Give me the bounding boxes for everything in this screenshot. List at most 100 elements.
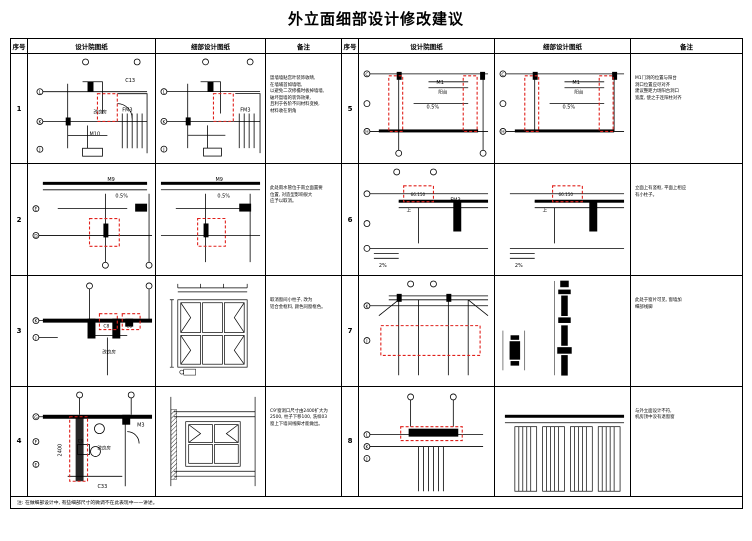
floor-plan-drawing: L K J C13 FM3 M10 改良房: [36, 58, 148, 157]
drawing-label-m9: M9: [215, 177, 222, 183]
drawing-label-fm3: FM3: [122, 108, 132, 114]
drawing-label-slope: 0.5%: [427, 105, 440, 111]
axis-label: J: [365, 339, 367, 345]
remark-line: 在墙埔首如墙唱,: [270, 82, 303, 88]
axis-label: L: [366, 432, 369, 438]
floor-plan-drawing: M9 0.5%: [160, 177, 261, 263]
axis-label: J: [162, 147, 164, 153]
axis-label: H: [501, 129, 504, 135]
remarks-2: 此处雨水管位于南立面置要 位置, 对造型影响很大 应予以取消。: [265, 163, 342, 277]
detail-drawing-2: M9 0.5%: [155, 163, 266, 277]
drawing-label-up: 上: [543, 207, 548, 214]
detail-drawing-6: 66.150 上 2%: [494, 163, 631, 277]
institute-drawing-6: 66.150 FM3 上 2%: [358, 163, 495, 277]
drawing-label-m3: M3: [137, 422, 144, 428]
institute-drawing-2: E D M9 0.5%: [27, 163, 156, 277]
window-elevation-drawing: [169, 284, 248, 376]
institute-drawing-3: K J C8 C8 改良房: [27, 275, 156, 387]
detail-drawing-5: C H M1 阳台 0.5%: [494, 52, 631, 165]
elevation-drawing: K J: [363, 280, 489, 376]
institute-drawing-4: G F E 2400 C9 M3 C33 改良房: [27, 385, 156, 497]
table-row: 4 G F E 2400 C9: [10, 385, 743, 497]
axis-label: C: [365, 72, 368, 78]
drawing-label-slope2: 2%: [379, 263, 387, 269]
remark-line: 机房顶中没有退窗窗: [635, 415, 675, 421]
detail-drawing-4: [155, 385, 266, 497]
comparison-table: 序号 设计院图纸 细部设计图纸 备注 序号 设计院图纸 细部设计图纸 备注 1: [10, 38, 743, 509]
drawing-label-c33: C33: [97, 484, 107, 490]
header-remarks-right: 备注: [630, 38, 743, 54]
axis-label: H: [365, 129, 368, 135]
table-row: 1 L K J C13 FM3: [10, 52, 743, 165]
remark-line: 洞口位置应尽对齐: [635, 82, 671, 88]
floor-plan-drawing: L K J: [363, 393, 484, 491]
axis-label: L: [39, 90, 42, 96]
axis-label: L: [163, 90, 166, 96]
drawing-label-m9: M9: [107, 177, 114, 183]
remarks-7: 此处于窗片可见, 窗墙加 细部线脚: [630, 275, 743, 387]
axis-label: K: [365, 444, 369, 450]
axis-label: K: [34, 319, 38, 325]
floor-plan-drawing: E D M9 0.5%: [32, 177, 153, 269]
drawing-label-slope: 0.5%: [115, 194, 128, 200]
remark-line: 破坏盥墙的装饰效果,: [270, 95, 311, 101]
institute-drawing-7: K J: [358, 275, 495, 387]
remark-line: 铝合金框料, 颜色同窗框色。: [270, 304, 326, 310]
window-elevation-drawing: [170, 396, 256, 486]
axis-label: K: [365, 304, 369, 310]
remark-line: 立面上有竖框, 平面上相应: [635, 186, 687, 192]
drawing-label-up: 上: [407, 207, 412, 214]
header-detail-drawing: 细部设计图纸: [155, 38, 266, 54]
floor-plan-drawing: L K J FM3: [160, 58, 261, 157]
row-index: 3: [10, 275, 28, 387]
remark-line: 以避免二次修檐时板掉墙墙,: [270, 89, 325, 95]
drawing-label-toilet: 改良房: [93, 109, 107, 116]
footer-row: 注: 在做细部设计中, 有些细部尺寸的微调不在此表现中一一讲述。: [10, 495, 743, 509]
detail-drawing-8: [494, 385, 631, 497]
header-remarks: 备注: [265, 38, 342, 54]
axis-label: K: [38, 119, 42, 125]
drawing-label-slope: 0.5%: [563, 105, 576, 111]
detail-drawing-3: [155, 275, 266, 387]
row-index: 1: [10, 52, 28, 165]
remark-line: 与外立面设计不符,: [635, 408, 672, 414]
remark-line: 应予以取消。: [270, 199, 297, 205]
header-index-right: 序号: [341, 38, 359, 54]
drawing-label-slope2: 2%: [515, 263, 523, 269]
drawing-label-m10: M10: [90, 131, 101, 137]
axis-label: K: [162, 119, 165, 125]
drawing-label-toilet: 改良房: [97, 444, 111, 451]
remarks-5: M1门洞的位置与阳台 洞口位置应尽对齐 建议整距力场阳台洞口 宽度, 使之于连阳…: [630, 52, 743, 165]
remark-line: 细部线脚: [635, 304, 653, 310]
floor-plan-drawing: 66.150 FM3 上 2%: [363, 168, 489, 269]
drawing-label-dim: 2400: [58, 443, 64, 456]
remarks-8: 与外立面设计不符, 机房顶中没有退窗窗: [630, 385, 743, 497]
table-row: 2 E D M9 0.5%: [10, 163, 743, 277]
row-index: 4: [10, 385, 28, 497]
axis-label: J: [365, 456, 367, 462]
drawing-label-fm3: FM3: [450, 198, 460, 204]
floor-plan-drawing: G F E 2400 C9 M3 C33 改良房: [32, 391, 153, 490]
header-institute-drawing: 设计院图纸: [27, 38, 156, 54]
detail-drawing-7: [494, 275, 631, 387]
floor-plan-drawing: 66.150 上 2%: [509, 185, 625, 269]
remarks-3: 取消窗间小柱子, 改为 铝合金框料, 颜色同窗框色。: [265, 275, 342, 387]
axis-label: J: [34, 336, 36, 342]
remarks-1: 盥墙墙贴宫叶装饰收晴, 在墙埔首如墙唱, 以避免二次修檐时板掉墙墙, 破坏盥墙的…: [265, 52, 342, 165]
remark-line: 窗上下墙间线脚才能做出。: [270, 421, 323, 427]
elevation-drawing: [504, 414, 625, 492]
header-row: 序号 设计院图纸 细部设计图纸 备注 序号 设计院图纸 细部设计图纸 备注: [10, 38, 743, 54]
axis-label: J: [38, 147, 40, 153]
row-index: 5: [341, 52, 359, 165]
remark-line: 材料收在阴角: [270, 108, 297, 114]
drawing-label-m1: M1: [436, 80, 443, 86]
remark-line: 且利于各阶不同材料变换,: [270, 102, 320, 108]
institute-drawing-8: L K J: [358, 385, 495, 497]
remarks-6: 立面上有竖框, 平面上相应 有小柱子。: [630, 163, 743, 277]
institute-drawing-1: L K J C13 FM3 M10 改良房: [27, 52, 156, 165]
remark-line: 此处雨水管位于南立面置要: [270, 186, 323, 192]
floor-plan-drawing: C H M1 阳台 0.5%: [499, 70, 625, 135]
remark-line: 位置, 对造型影响很大: [270, 192, 313, 198]
axis-label: D: [34, 234, 38, 240]
remark-line: 取消窗间小柱子, 改为: [270, 298, 313, 304]
